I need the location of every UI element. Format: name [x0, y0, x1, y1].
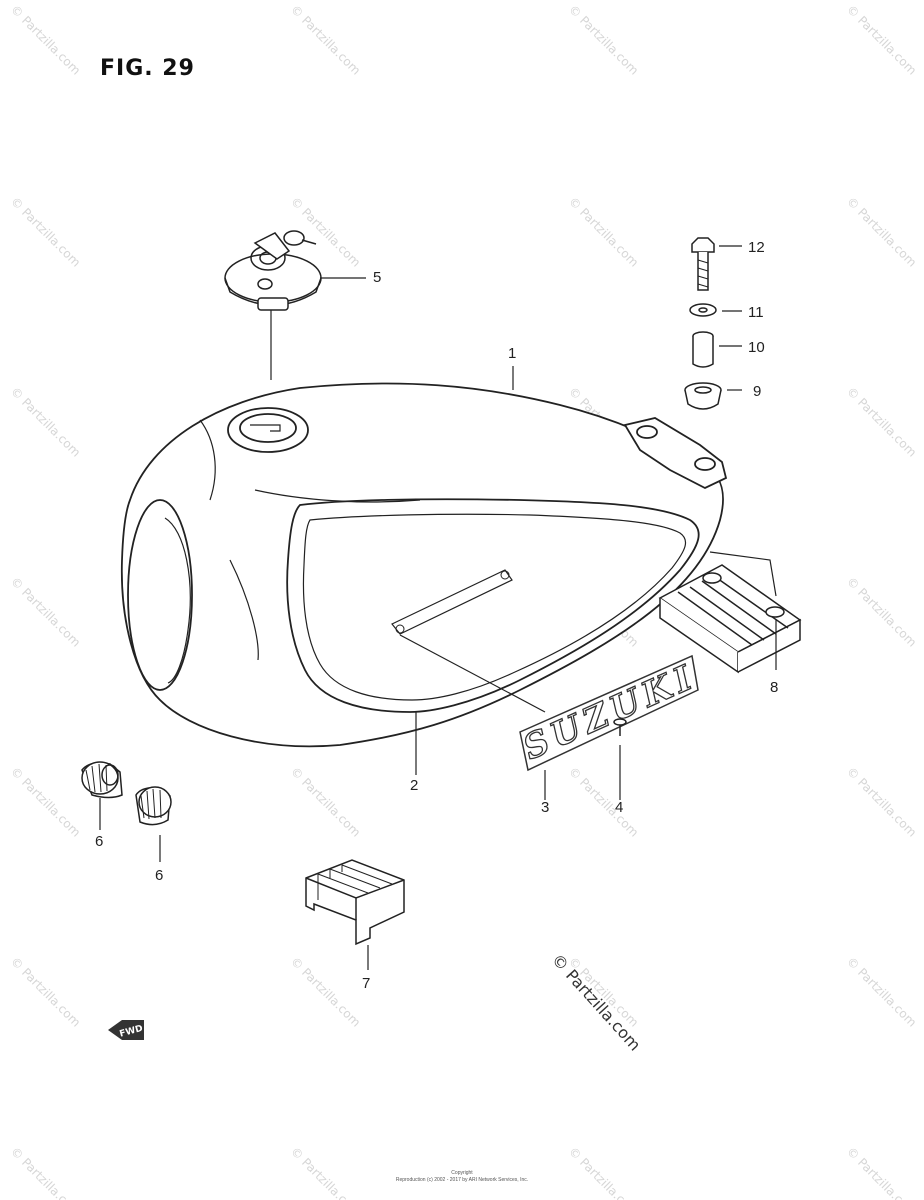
bolt-part[interactable] — [691, 237, 742, 291]
emblem-screw-part[interactable] — [613, 718, 627, 800]
footer-line-2: Reproduction (c) 2002 - 2017 by ARI Netw… — [395, 1177, 529, 1183]
watermark-7: © Partzilla.com — [844, 194, 919, 269]
callout-1: 1 — [508, 345, 516, 362]
callout-11: 11 — [748, 304, 764, 321]
fuel-cap-part[interactable] — [224, 230, 322, 380]
rear-cushion-part[interactable] — [658, 551, 802, 674]
callout-6b: 6 — [155, 867, 163, 884]
callout-3: 3 — [541, 799, 549, 816]
callout-4: 4 — [615, 799, 623, 816]
callout-10: 10 — [748, 339, 765, 356]
watermark-17: © Partzilla.com — [288, 764, 363, 839]
knee-cushion-part-a[interactable] — [81, 761, 123, 830]
watermark-18: © Partzilla.com — [566, 764, 641, 839]
watermark-12: © Partzilla.com — [8, 574, 83, 649]
watermark-3: © Partzilla.com — [844, 2, 919, 77]
grommet-part[interactable] — [684, 382, 742, 410]
callout-2: 2 — [410, 777, 418, 794]
callout-labels: 1 2 3 4 5 6 6 7 8 9 10 11 12 — [95, 239, 778, 992]
collar-part[interactable] — [692, 331, 742, 368]
watermark-23: © Partzilla.com — [844, 954, 919, 1029]
callout-5: 5 — [373, 269, 381, 286]
callout-9: 9 — [753, 383, 761, 400]
tank-cushion-part[interactable] — [305, 859, 405, 970]
footer-line-1: Copyright — [451, 1170, 473, 1176]
callout-7: 7 — [362, 975, 370, 992]
watermark-21: © Partzilla.com — [288, 954, 363, 1029]
watermark-8: © Partzilla.com — [8, 384, 83, 459]
fuel-tank-part[interactable] — [120, 382, 728, 748]
watermark-11: © Partzilla.com — [844, 384, 919, 459]
watermark-4: © Partzilla.com — [8, 194, 83, 269]
watermark-2: © Partzilla.com — [566, 2, 641, 77]
watermark-20: © Partzilla.com — [8, 954, 83, 1029]
watermark-1: © Partzilla.com — [288, 2, 363, 77]
figure-title: FIG. 29 — [100, 56, 195, 81]
callout-8: 8 — [770, 679, 778, 696]
callout-12: 12 — [748, 239, 765, 256]
watermark-0: © Partzilla.com — [8, 2, 83, 77]
watermark-15: © Partzilla.com — [844, 574, 919, 649]
forward-arrow-icon: FWD — [108, 1020, 144, 1040]
watermark-16: © Partzilla.com — [8, 764, 83, 839]
watermark-6: © Partzilla.com — [566, 194, 641, 269]
washer-part[interactable] — [689, 303, 742, 317]
watermark-19: © Partzilla.com — [844, 764, 919, 839]
callout-6a: 6 — [95, 833, 103, 850]
knee-cushion-part-b[interactable] — [135, 786, 172, 862]
